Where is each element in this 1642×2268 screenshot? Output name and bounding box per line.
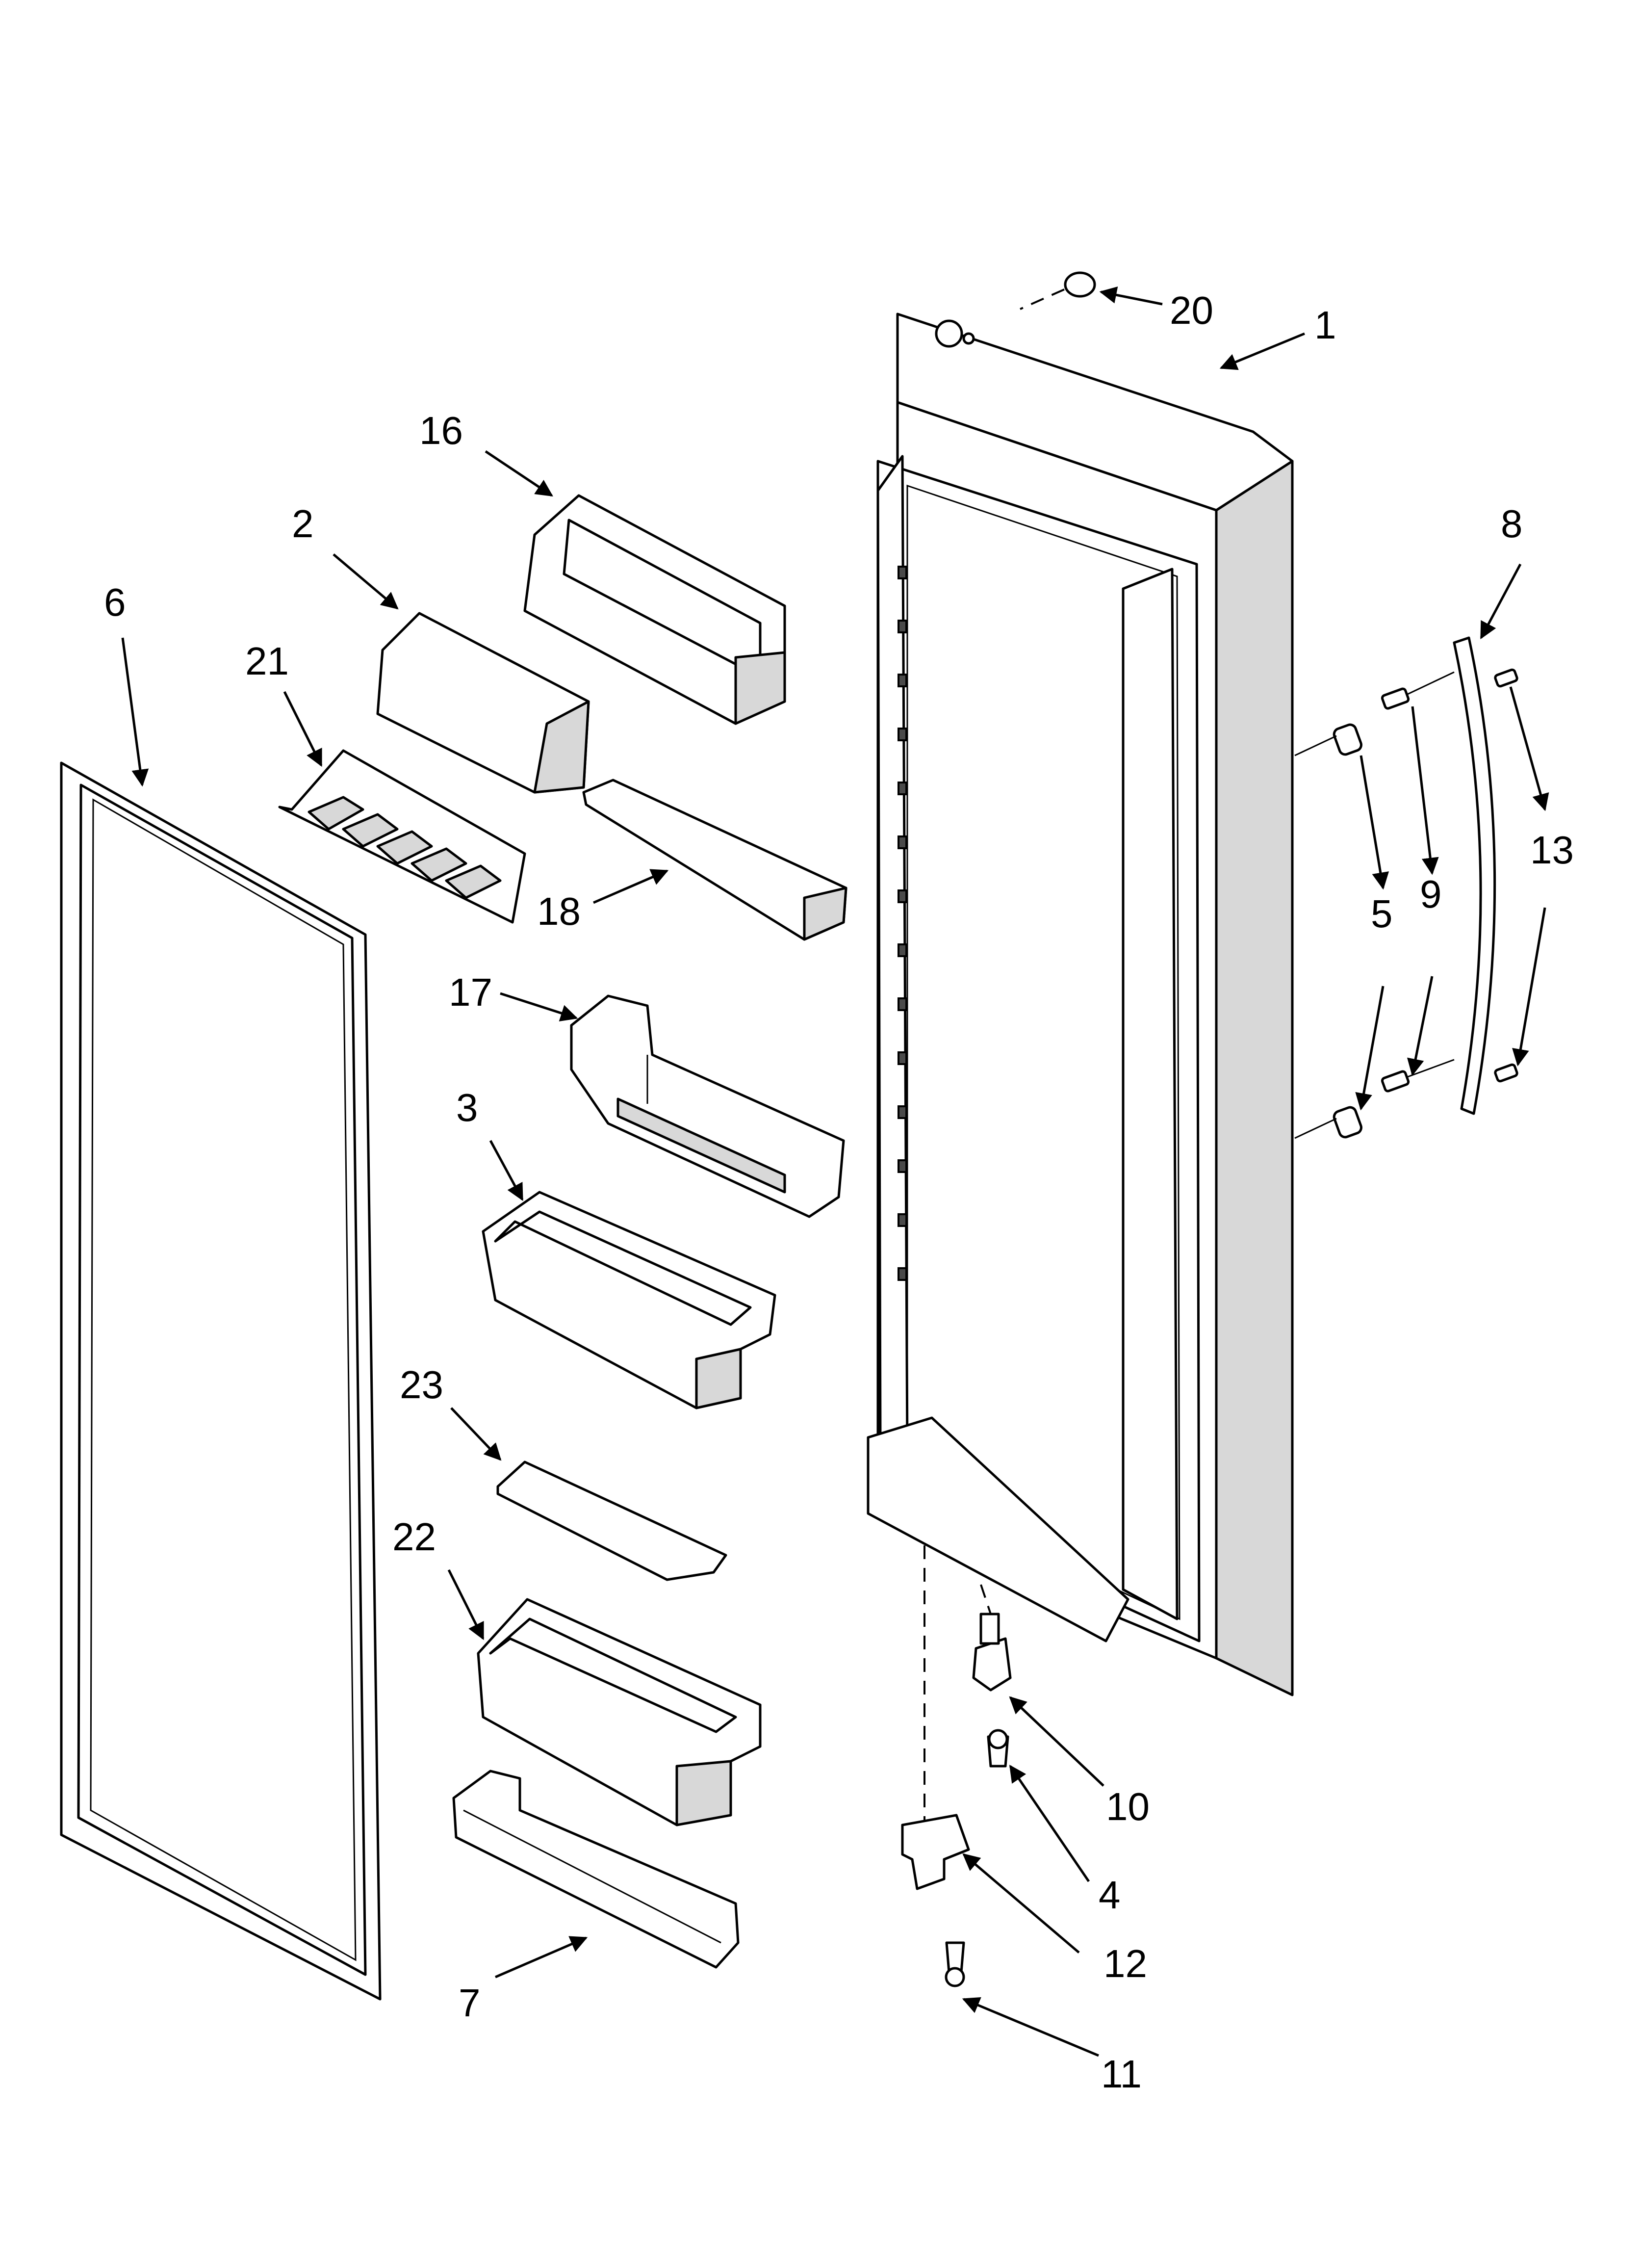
callout-18: 18 [537,889,581,933]
part-2-cover [376,612,590,794]
callout-8: 8 [1501,502,1523,546]
callout-3: 3 [456,1086,478,1129]
callout-4: 4 [1099,1873,1121,1917]
callout-10: 10 [1106,1785,1150,1828]
callout-labels: 1 20 16 2 6 21 18 17 3 23 22 7 8 5 9 13 … [104,288,1574,2096]
callout-6: 6 [104,580,126,624]
hinge-hardware [901,1545,1012,1987]
callout-22: 22 [392,1515,436,1559]
part-3-door-bin [482,1191,776,1409]
callout-17: 17 [449,970,492,1014]
callout-23: 23 [400,1363,443,1407]
part-22-door-bin [477,1598,762,1826]
callout-16: 16 [419,409,463,452]
part-21-holder [278,749,526,924]
callout-2: 2 [292,502,314,546]
callout-21: 21 [245,639,289,683]
callout-1: 1 [1314,303,1336,347]
part-20-plug [1020,271,1096,310]
part-1-door-assembly [867,313,1294,1696]
part-16-bin [523,494,786,725]
callout-20: 20 [1170,288,1213,332]
door-rail-bumps [898,566,907,1281]
part-23-shelf-liner [496,1460,727,1581]
leader-lines [121,287,1545,2057]
callout-5: 5 [1371,892,1393,936]
part-6-door-gasket [60,761,382,2001]
part-17-bin [570,994,845,1218]
callout-11: 11 [1101,2052,1142,2096]
part-7-shelf-rail [452,1770,740,1969]
part-18-rail [582,779,847,941]
callout-12: 12 [1103,1942,1147,1985]
callout-13: 13 [1530,828,1574,872]
callout-9: 9 [1420,872,1442,916]
callout-7: 7 [459,1981,481,2025]
part-8-handle [1453,636,1496,1115]
